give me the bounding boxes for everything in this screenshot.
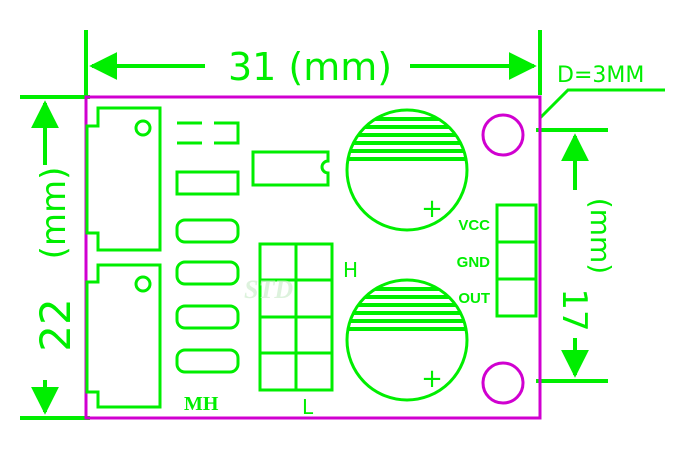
right-height-value: 17 (554, 288, 594, 331)
switch-grid (258, 242, 334, 392)
hole-callout: D=3MM (538, 63, 665, 120)
capacitor-bottom-plus: + (421, 364, 443, 394)
pad-3 (175, 218, 240, 244)
width-label: 31 (mm) (228, 45, 392, 89)
hole-label: D=3MM (557, 63, 644, 88)
pin-label-out: OUT (458, 290, 490, 307)
left-height-unit: (mm) (34, 167, 74, 260)
l-label: L (302, 395, 314, 419)
right-height-unit: (mm) (584, 198, 617, 274)
pin-label-vcc: VCC (458, 217, 490, 234)
board-outline (84, 95, 542, 420)
left-height-dimension: (mm) 22 (20, 95, 90, 420)
mounting-hole-top (481, 113, 525, 157)
watermark: STD (244, 275, 293, 304)
connector-bottom (85, 263, 162, 409)
h-label: H (343, 258, 358, 282)
ic-chip (251, 150, 330, 187)
pad-2 (175, 170, 240, 196)
pad-5 (175, 304, 240, 330)
connector-top-pin1-marker (134, 119, 152, 137)
connector-top (85, 106, 162, 252)
mh-label: MH (184, 393, 219, 415)
capacitor-bottom: + (345, 278, 469, 402)
mounting-hole-bottom (481, 361, 525, 405)
connector-bottom-pin1-marker (134, 275, 152, 293)
pad-column (175, 121, 240, 374)
left-height-value: 22 (31, 298, 80, 351)
capacitor-top-plus: + (421, 194, 443, 224)
capacitor-top: + (345, 108, 469, 232)
hole-leader-line (538, 88, 665, 120)
pad-1 (177, 121, 240, 145)
width-dimension: 31 (mm) (84, 30, 542, 95)
right-height-dimension: (mm) 17 (536, 128, 617, 383)
pad-6 (175, 348, 240, 374)
pin-label-gnd: GND (457, 254, 491, 271)
pad-4 (175, 260, 240, 286)
output-header (495, 203, 538, 318)
